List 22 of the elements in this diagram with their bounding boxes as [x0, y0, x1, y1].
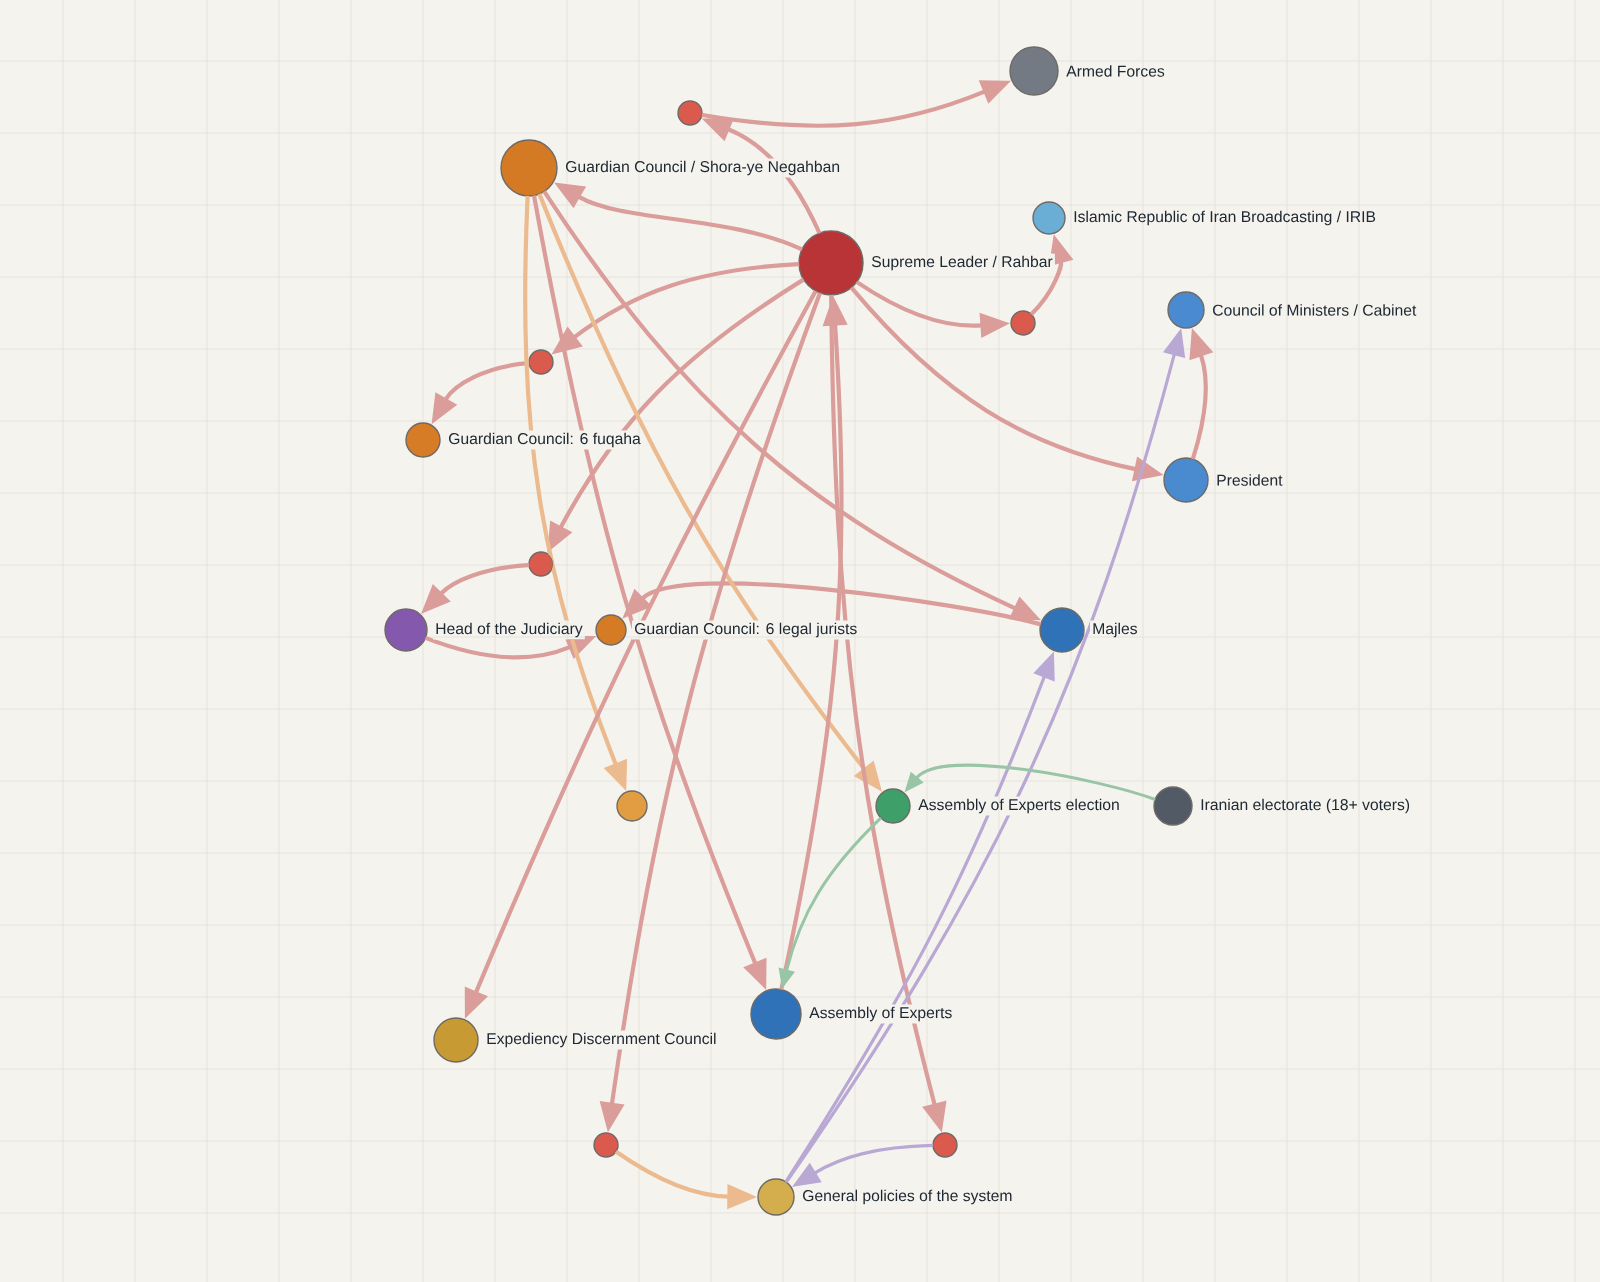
- junction-dot: [528, 349, 554, 375]
- junction-dot: [528, 551, 554, 577]
- node-label: Guardian Council: 6 fuqaha: [449, 432, 641, 448]
- node-label: Assembly of Experts: [809, 1006, 952, 1022]
- node-label: General policies of the system: [803, 1189, 1012, 1205]
- junction-dot: [593, 1132, 619, 1158]
- junction-dot: [677, 100, 703, 126]
- node-label: Head of the Judiciary: [436, 622, 583, 638]
- node-label: Council of Ministers / Cabinet: [1213, 304, 1417, 316]
- node-label: Assembly of Experts election: [918, 798, 1119, 814]
- node-label: Iranian electorate (18+ voters): [1201, 798, 1410, 814]
- node-label: Expediency Discernment Council: [487, 1032, 716, 1048]
- node-label: Armed Forces: [1066, 65, 1165, 77]
- node-circle: [616, 790, 648, 822]
- node-label: Islamic Republic of Iran Broadcasting / IRIB: [1074, 210, 1376, 226]
- node-label: Guardian Council / Shora-ye Negahban: [566, 160, 840, 176]
- junction-dot: [1010, 310, 1036, 336]
- node-label: President: [1217, 474, 1283, 486]
- node-label: Guardian Council: 6 legal jurists: [635, 622, 857, 638]
- junction-dot: [932, 1132, 958, 1158]
- node-label: Supreme Leader / Rahbar: [871, 255, 1053, 271]
- node-label: Majles: [1093, 622, 1137, 638]
